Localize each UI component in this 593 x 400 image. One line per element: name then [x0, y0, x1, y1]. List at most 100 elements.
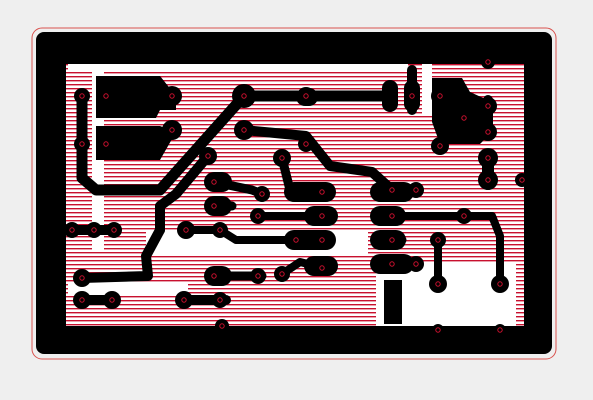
pad: [479, 123, 497, 141]
pad: [408, 182, 424, 198]
drill-hole: [435, 281, 441, 287]
pad: [456, 208, 472, 224]
pad: [314, 260, 330, 276]
drill-hole: [293, 237, 299, 243]
drill-hole: [389, 261, 395, 267]
drill-hole: [485, 103, 491, 109]
pad: [298, 136, 314, 152]
pad: [429, 275, 447, 293]
drill-hole: [241, 127, 247, 133]
drill-hole: [461, 213, 467, 219]
pad: [314, 184, 330, 200]
pad: [250, 208, 266, 224]
drill-hole: [211, 203, 217, 209]
drill-hole: [183, 227, 189, 233]
drill-hole: [217, 227, 223, 233]
pad: [73, 291, 91, 309]
pad: [515, 173, 529, 187]
pad: [288, 232, 304, 248]
drill-hole: [103, 93, 109, 99]
drill-hole: [169, 127, 175, 133]
drill-hole: [205, 153, 211, 159]
pad: [254, 186, 270, 202]
pad: [297, 87, 315, 105]
pad: [234, 120, 254, 140]
drill-hole: [181, 297, 187, 303]
drill-hole: [91, 227, 97, 233]
drill-hole: [319, 213, 325, 219]
drill-hole: [319, 265, 325, 271]
pad: [215, 319, 229, 333]
drill-hole: [319, 237, 325, 243]
drill-hole: [485, 177, 491, 183]
drill-hole: [219, 323, 225, 329]
drill-hole: [109, 297, 115, 303]
pad: [199, 147, 217, 165]
pad: [73, 269, 91, 287]
drill-hole: [303, 141, 309, 147]
drill-hole: [279, 155, 285, 161]
drill-hole: [389, 213, 395, 219]
pad: [274, 266, 290, 282]
drill-hole: [497, 281, 503, 287]
pad: [478, 148, 498, 168]
pad: [491, 275, 509, 293]
pad: [456, 110, 472, 126]
drill-hole: [437, 93, 443, 99]
drill-hole: [413, 261, 419, 267]
pad: [481, 55, 495, 69]
pad: [232, 84, 256, 108]
drill-hole: [435, 327, 441, 333]
board-outline: [31, 27, 557, 360]
pad: [206, 198, 222, 214]
drill-hole: [255, 213, 261, 219]
pad: [494, 324, 506, 336]
drill-hole: [79, 297, 85, 303]
pad: [430, 232, 446, 248]
pad: [206, 268, 222, 284]
pad: [162, 86, 182, 106]
pad: [206, 174, 222, 190]
drill-hole: [217, 297, 223, 303]
pad: [86, 222, 102, 238]
pad: [103, 291, 121, 309]
drill-hole: [79, 93, 85, 99]
pad: [406, 90, 418, 102]
drill-hole: [279, 271, 285, 277]
pad: [431, 137, 449, 155]
pad: [384, 208, 400, 224]
pad: [99, 137, 113, 151]
pad: [212, 222, 228, 238]
pad: [74, 88, 90, 104]
pad: [431, 87, 449, 105]
pad: [64, 222, 80, 238]
pad: [384, 256, 400, 272]
pad: [250, 268, 266, 284]
drill-hole: [409, 93, 415, 99]
drill-hole: [79, 141, 85, 147]
pad: [384, 232, 400, 248]
pad: [106, 222, 122, 238]
drill-hole: [461, 115, 467, 121]
drill-hole: [497, 327, 503, 333]
drill-hole: [255, 273, 261, 279]
drill-hole: [241, 93, 247, 99]
pad: [432, 324, 444, 336]
drill-hole: [413, 187, 419, 193]
pad: [273, 149, 291, 167]
pad: [175, 291, 193, 309]
drill-hole: [389, 187, 395, 193]
pad: [162, 120, 182, 140]
drill-hole: [485, 129, 491, 135]
drill-hole: [103, 141, 109, 147]
pad: [314, 232, 330, 248]
pad: [478, 170, 498, 190]
pad: [74, 136, 90, 152]
drill-hole: [303, 93, 309, 99]
drill-hole: [435, 237, 441, 243]
drill-hole: [211, 179, 217, 185]
pad: [408, 256, 424, 272]
drill-hole: [437, 143, 443, 149]
